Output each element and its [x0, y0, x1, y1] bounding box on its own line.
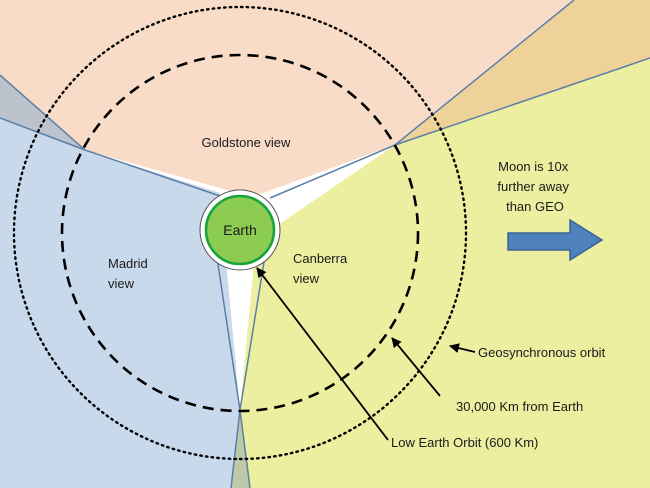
distance-pointer	[391, 337, 441, 397]
leo-label: Low Earth Orbit (600 Km)	[391, 435, 538, 450]
moon-distance-note: Moon is 10x further away than GEO	[497, 159, 572, 214]
earth-label: Earth	[223, 222, 256, 238]
earth	[204, 194, 276, 266]
goldstone-region	[0, 0, 574, 197]
canberra-label: Canberra view	[293, 251, 351, 286]
madrid-label: Madrid view	[108, 256, 151, 291]
moon-direction-arrow	[507, 218, 604, 262]
no-coverage-gap	[85, 145, 395, 410]
leo-pointer	[256, 267, 389, 441]
boundary-line	[394, 0, 575, 146]
geosynchronous-pointer	[449, 343, 476, 353]
geosynchronous-orbit	[12, 5, 468, 461]
madrid-canberra-overlap	[231, 410, 250, 488]
boundary-line	[0, 117, 86, 151]
distance-label: 30,000 Km from Earth	[456, 399, 583, 414]
geosynchronous-label: Geosynchronous orbit	[478, 345, 606, 360]
boundary-line	[394, 57, 650, 146]
boundary-line	[239, 261, 265, 411]
distance-orbit	[60, 53, 420, 413]
boundary-line	[213, 237, 241, 411]
boundary-line	[269, 144, 396, 199]
boundary-line	[239, 409, 251, 488]
goldstone-canberra-overlap	[395, 0, 650, 145]
boundary-line	[230, 409, 241, 488]
madrid-region	[0, 118, 240, 488]
boundary-line	[84, 149, 227, 199]
boundary-line	[0, 74, 86, 151]
goldstone-label: Goldstone view	[202, 135, 291, 150]
